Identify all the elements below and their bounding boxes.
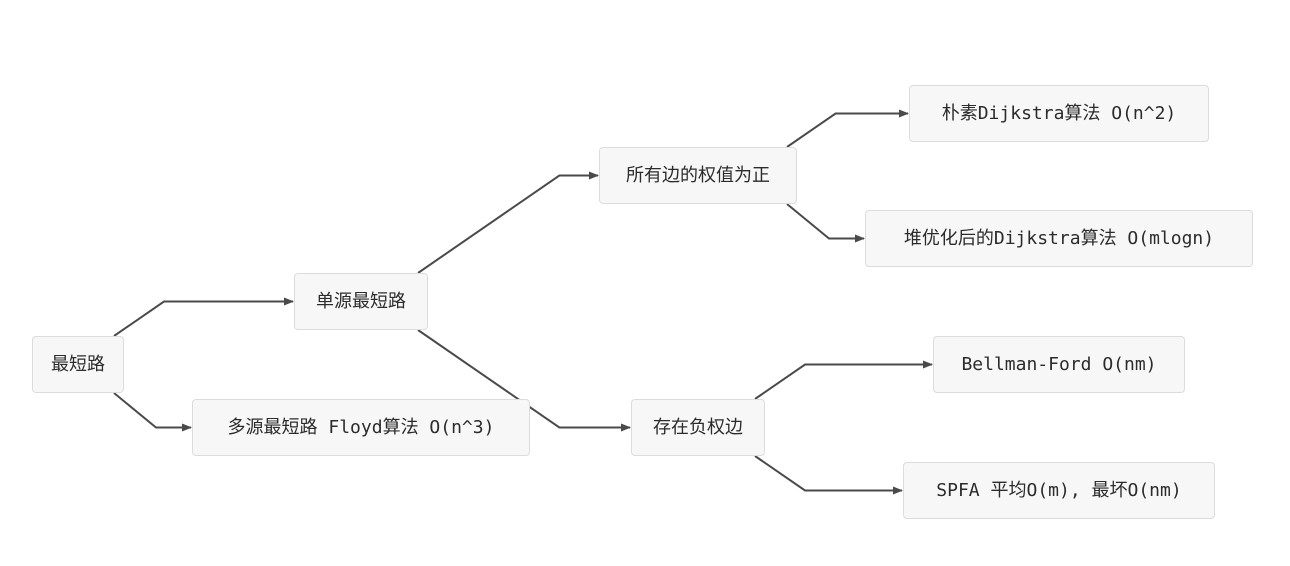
edge-single_source-to-positive_weights xyxy=(417,171,599,274)
node-label: SPFA 平均O(m), 最坏O(nm) xyxy=(936,479,1182,501)
node-label: 存在负权边 xyxy=(653,416,743,438)
edge-root-to-multi_source xyxy=(113,392,192,432)
node-label: Bellman-Ford O(nm) xyxy=(961,353,1157,375)
edge-negative_weights-to-spfa xyxy=(754,455,903,495)
edge-positive_weights-to-naive_dijkstra xyxy=(786,109,909,148)
edge-root-to-single_source xyxy=(113,297,294,337)
node-spfa: SPFA 平均O(m), 最坏O(nm) xyxy=(903,462,1215,519)
node-heap-optimized-dijkstra: 堆优化后的Dijkstra算法 O(mlogn) xyxy=(865,210,1253,267)
node-label: 朴素Dijkstra算法 O(n^2) xyxy=(941,102,1177,124)
edge-negative_weights-to-bellman_ford xyxy=(754,360,933,400)
node-shortest-path: 最短路 xyxy=(32,336,124,393)
edge-single_source-to-negative_weights xyxy=(417,329,631,432)
node-label: 堆优化后的Dijkstra算法 O(mlogn) xyxy=(903,227,1215,249)
node-negative-weight-edges: 存在负权边 xyxy=(631,399,765,456)
node-label: 单源最短路 xyxy=(316,290,406,312)
node-single-source-shortest-path: 单源最短路 xyxy=(294,273,428,330)
edge-positive_weights-to-heap_dijkstra xyxy=(786,203,865,243)
node-bellman-ford: Bellman-Ford O(nm) xyxy=(933,336,1185,393)
node-label: 所有边的权值为正 xyxy=(626,164,770,186)
node-all-positive-weights: 所有边的权值为正 xyxy=(599,147,797,204)
node-label: 最短路 xyxy=(51,353,105,375)
node-multi-source-floyd: 多源最短路 Floyd算法 O(n^3) xyxy=(192,399,530,456)
node-naive-dijkstra: 朴素Dijkstra算法 O(n^2) xyxy=(909,85,1209,142)
node-label: 多源最短路 Floyd算法 O(n^3) xyxy=(227,416,495,438)
